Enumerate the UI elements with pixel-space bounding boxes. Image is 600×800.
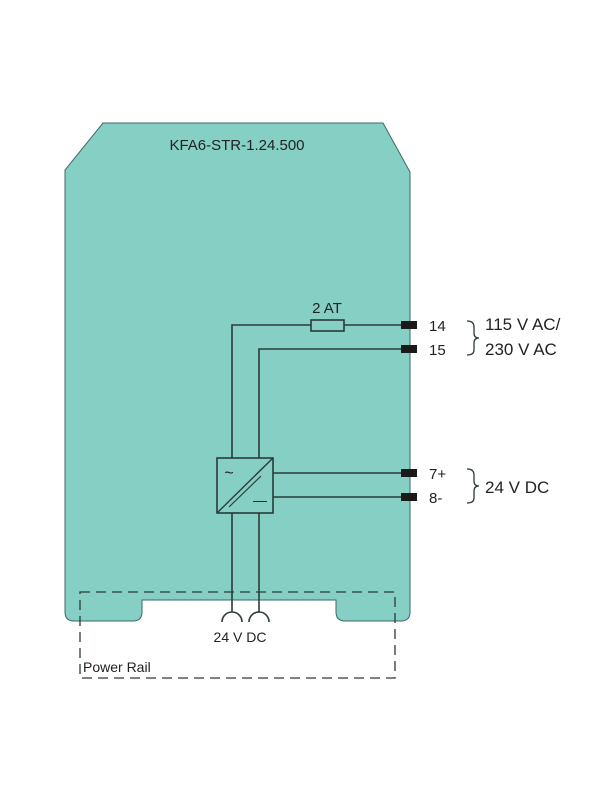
- supply-label-1: 115 V AC/: [485, 315, 561, 334]
- power-rail-label: Power Rail: [83, 659, 151, 675]
- terminal-label-14: 14: [429, 318, 446, 335]
- terminal-8: [401, 493, 417, 501]
- fuse-label: 2 AT: [312, 300, 342, 317]
- terminal-14: [401, 321, 417, 329]
- brace-output: [466, 468, 480, 504]
- terminal-15: [401, 345, 417, 353]
- output-label: 24 V DC: [485, 478, 549, 497]
- supply-label-2: 230 V AC: [485, 340, 557, 359]
- terminal-7: [401, 469, 417, 477]
- terminal-label-15: 15: [429, 342, 446, 359]
- terminal-label-8: 8-: [429, 490, 442, 507]
- terminal-label-7: 7+: [429, 466, 446, 483]
- power-rail-voltage: 24 V DC: [214, 629, 267, 645]
- fuse: [310, 319, 345, 332]
- rail-contact-2: [248, 611, 270, 623]
- wire-14: [231, 324, 401, 458]
- device-title: KFA6-STR-1.24.500: [169, 137, 304, 154]
- ac-symbol: ~: [224, 465, 233, 482]
- ac-dc-converter: ~ —: [216, 457, 274, 514]
- dc-symbol: —: [253, 492, 267, 508]
- brace-supply: [466, 320, 480, 356]
- power-rail-outline: [79, 591, 396, 679]
- device-housing: [64, 122, 411, 622]
- wire-15: [258, 348, 401, 458]
- rail-contact-1: [221, 611, 243, 623]
